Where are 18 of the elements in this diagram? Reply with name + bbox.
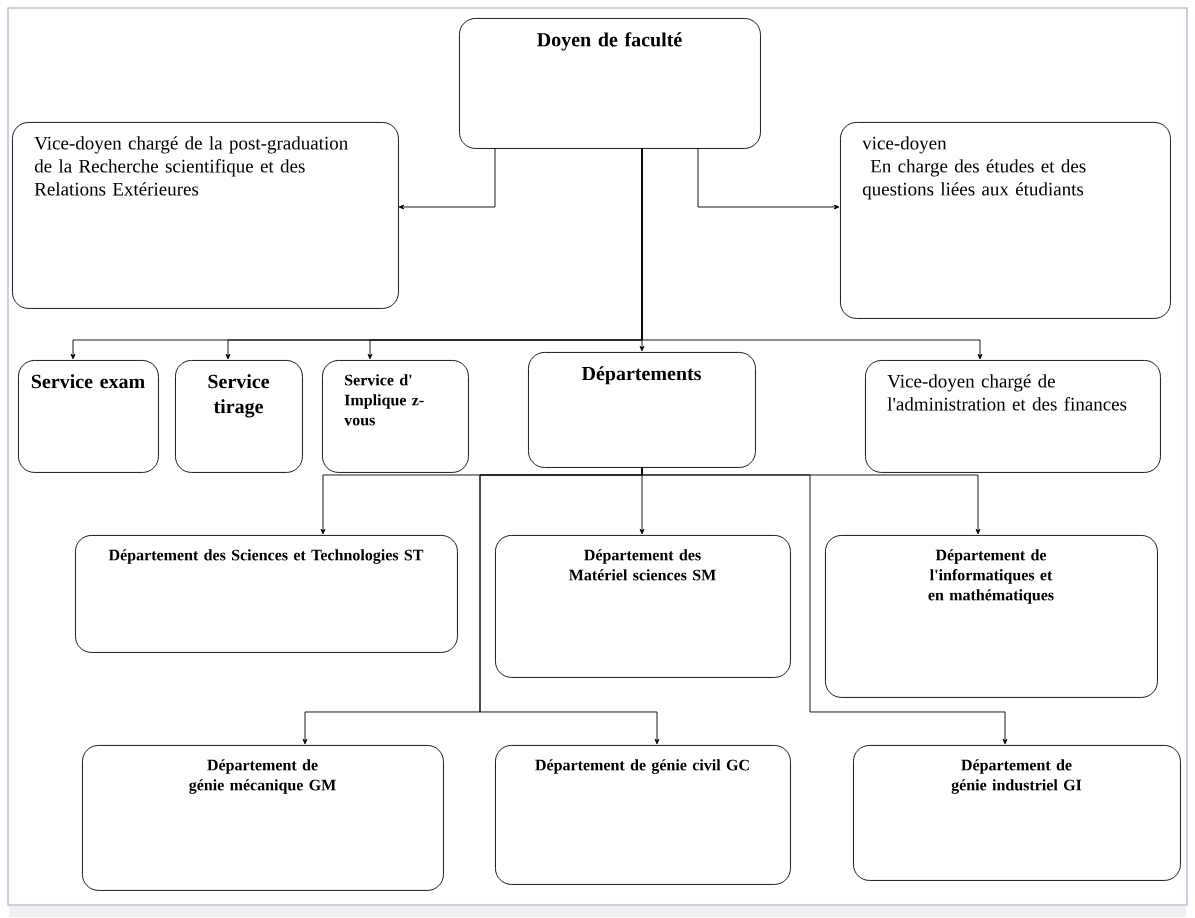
process-box: Départements xyxy=(528,352,756,468)
process-box: Département des Sciences et Technologies ST xyxy=(75,535,458,653)
process-box: Département de génie industriel GI xyxy=(853,745,1181,881)
process-box: Service d' Implique z-vous xyxy=(322,360,469,473)
process-box: Doyen de faculté xyxy=(459,18,761,149)
arrow xyxy=(398,147,496,210)
arrow xyxy=(641,466,1008,745)
arrow xyxy=(641,147,983,360)
process-box: Vice-doyen chargé de la post-graduation de la Recherche scientifique et des Relations Extérieures xyxy=(12,122,399,309)
process-box: Service exam xyxy=(18,360,159,473)
process-box: Département de l'informatiques et en mathématiques xyxy=(825,535,1158,698)
process-box: Service tirage xyxy=(175,360,303,473)
process-box: Département de génie civil GC xyxy=(495,745,791,885)
process-box: Département des Matériel sciences SM xyxy=(495,535,791,678)
process-box: Vice-doyen chargé de l'administration et des finances xyxy=(865,360,1161,473)
process-box: vice-doyen En charge des études et des questions liées aux étudiants xyxy=(840,122,1171,319)
arrow xyxy=(697,147,840,210)
process-box: Département de génie mécanique GM xyxy=(82,745,444,891)
